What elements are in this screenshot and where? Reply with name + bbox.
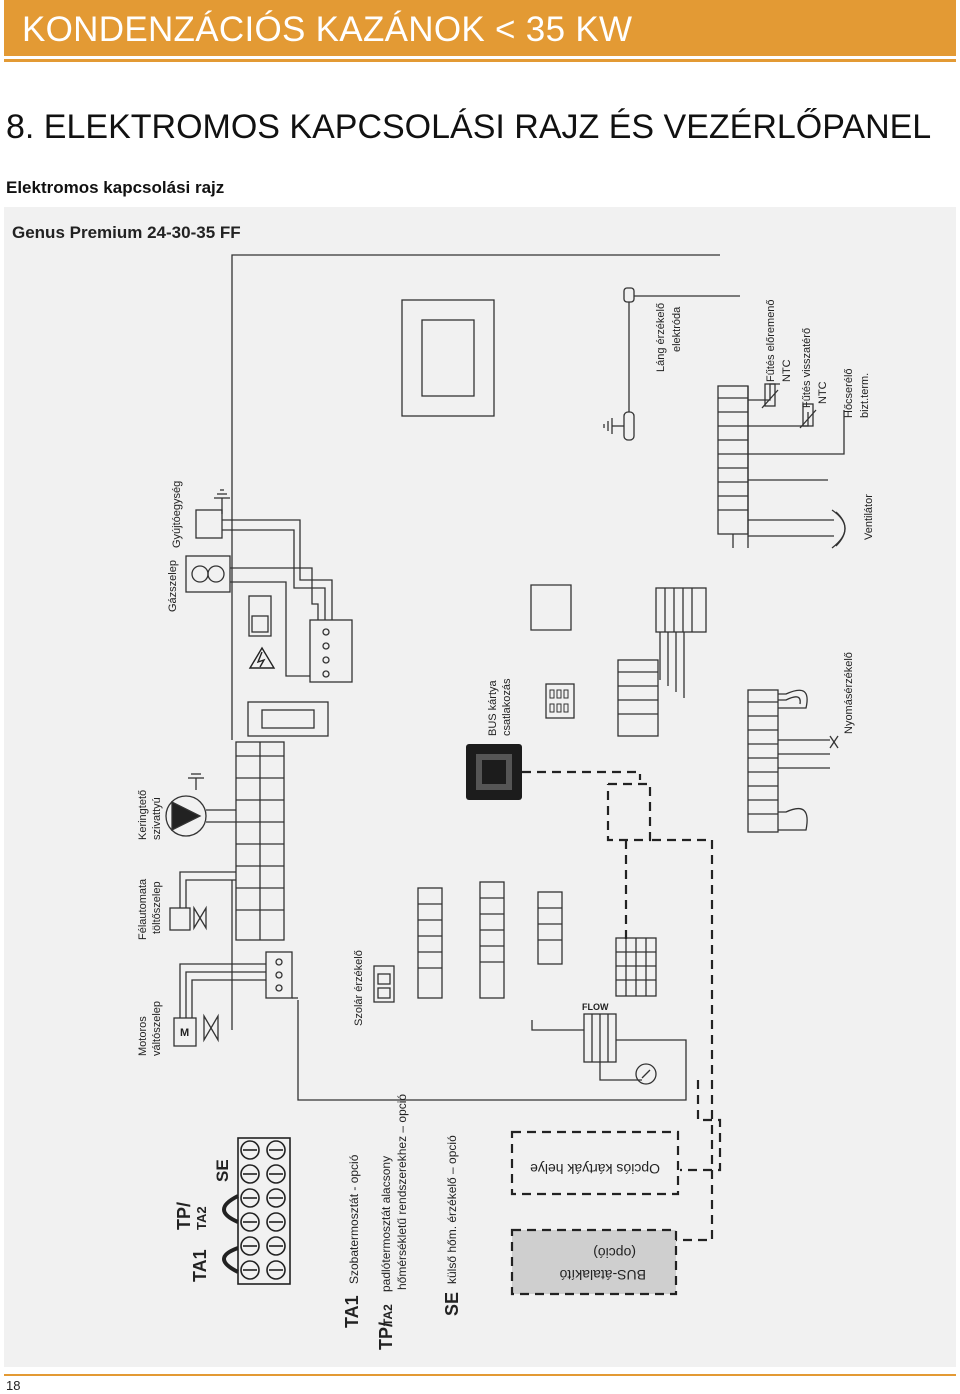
option-labels: Opciós kártyák helye BUS-átalakító (opci… bbox=[530, 1161, 660, 1283]
label-nyomaserzekelo: Nyomásérzékelő bbox=[843, 652, 855, 734]
label-ta2: TA2 bbox=[194, 1206, 209, 1230]
label-bus-kartya: BUS kártya bbox=[487, 679, 499, 736]
legend-ta1-text: Szobatermosztát - opció bbox=[347, 1154, 361, 1284]
diagram-labels: Láng érzékelő elektróda Fűtés előremenő … bbox=[137, 299, 875, 1056]
subsection-title: Elektromos kapcsolási rajz bbox=[6, 178, 225, 197]
bus-wiring-dashed bbox=[510, 770, 722, 1242]
label-flow: FLOW bbox=[582, 1002, 609, 1012]
legend-tp-text2: hőmérsékletű rendszerekhez – opció bbox=[395, 1094, 409, 1290]
legend-se-code: SE bbox=[442, 1292, 462, 1316]
label-csatlakozas: csatlakozás bbox=[501, 678, 513, 736]
label-bizt-term: bizt.term. bbox=[859, 373, 871, 418]
legend-ta2-code: TA2 bbox=[381, 1304, 395, 1326]
bus-adapter-option bbox=[510, 1228, 678, 1296]
label-futes-visszatero: Fűtés visszatérő bbox=[801, 328, 813, 408]
fan-connector bbox=[617, 587, 707, 737]
label-gyujtoegyseg: Gyújtóegység bbox=[171, 481, 183, 548]
legend-se-text: külső hőm. érzékelő – opció bbox=[445, 1135, 459, 1284]
banner-title: KONDENZÁCIÓS KAZÁNOK < 35 KW bbox=[22, 10, 633, 49]
section-title: 8. ELEKTROMOS KAPCSOLÁSI RAJZ ÉS VEZÉRLŐ… bbox=[6, 108, 932, 146]
pressure-sensor-connector bbox=[747, 689, 839, 833]
label-valtoszelep: váltószelep bbox=[151, 1001, 163, 1056]
label-szolar-erzekelo: Szolár érzékelő bbox=[353, 950, 365, 1026]
fan-icon bbox=[748, 509, 846, 549]
legend-tp-text: padlótermosztát alacsony bbox=[379, 1156, 393, 1292]
label-felautomata: Félautomata bbox=[137, 878, 149, 940]
label-opcios-kartyak: Opciós kártyák helye bbox=[530, 1161, 660, 1177]
gas-valve-icon bbox=[185, 489, 353, 683]
diverter-valve-icon bbox=[173, 951, 293, 1047]
legend-tp-code: TP/ bbox=[376, 1322, 396, 1350]
label-tp: TP/ bbox=[174, 1202, 194, 1230]
label-motor-m: M bbox=[180, 1027, 189, 1039]
circulation-pump-icon bbox=[165, 773, 236, 837]
label-opcio: (opció) bbox=[593, 1245, 636, 1261]
label-lang-erzekelo: Láng érzékelő bbox=[655, 303, 667, 372]
page-number: 18 bbox=[6, 1378, 21, 1393]
label-ventilator: Ventilátor bbox=[863, 494, 875, 540]
control-board bbox=[231, 254, 720, 1030]
lower-connectors bbox=[292, 881, 687, 1101]
label-ntc-2: NTC bbox=[817, 381, 829, 404]
banner-underline bbox=[4, 59, 956, 62]
label-elektroda: elektróda bbox=[671, 306, 683, 352]
filling-valve-icon bbox=[169, 871, 236, 931]
label-gazszelep: Gázszelep bbox=[167, 560, 179, 612]
sensor-connector bbox=[717, 383, 845, 548]
high-voltage-icon bbox=[248, 646, 276, 669]
main-terminal-block bbox=[235, 741, 285, 941]
label-futes-eloremeno: Fűtés előremenő bbox=[765, 299, 777, 382]
label-se: SE bbox=[213, 1159, 232, 1182]
label-motoros: Motoros bbox=[137, 1016, 149, 1056]
terminal-labels: TA1 TP/ TA2 SE bbox=[174, 1159, 232, 1282]
flame-electrode-icon bbox=[603, 287, 740, 441]
label-szivattyu: szivattyú bbox=[151, 797, 163, 840]
model-title: Genus Premium 24-30-35 FF bbox=[12, 223, 241, 242]
label-toltoszelep: töltőszelep bbox=[151, 881, 163, 934]
label-ntc-1: NTC bbox=[781, 359, 793, 382]
label-bus-atalakito: BUS-átalakító bbox=[559, 1267, 646, 1283]
dip-switch bbox=[549, 689, 569, 713]
header-banner: KONDENZÁCIÓS KAZÁNOK < 35 KW bbox=[4, 0, 956, 56]
footer-line bbox=[4, 1374, 956, 1376]
label-ta1: TA1 bbox=[190, 1249, 210, 1282]
bus-connector-icon bbox=[466, 744, 522, 800]
label-keringeto: Keringtető bbox=[137, 790, 149, 840]
terminal-screws bbox=[222, 1137, 291, 1285]
legend: TA1 Szobatermosztát - opció TP/ TA2 padl… bbox=[342, 1094, 462, 1350]
legend-ta1-code: TA1 bbox=[342, 1295, 362, 1328]
label-hocserelo: Hőcserélő bbox=[843, 368, 855, 418]
